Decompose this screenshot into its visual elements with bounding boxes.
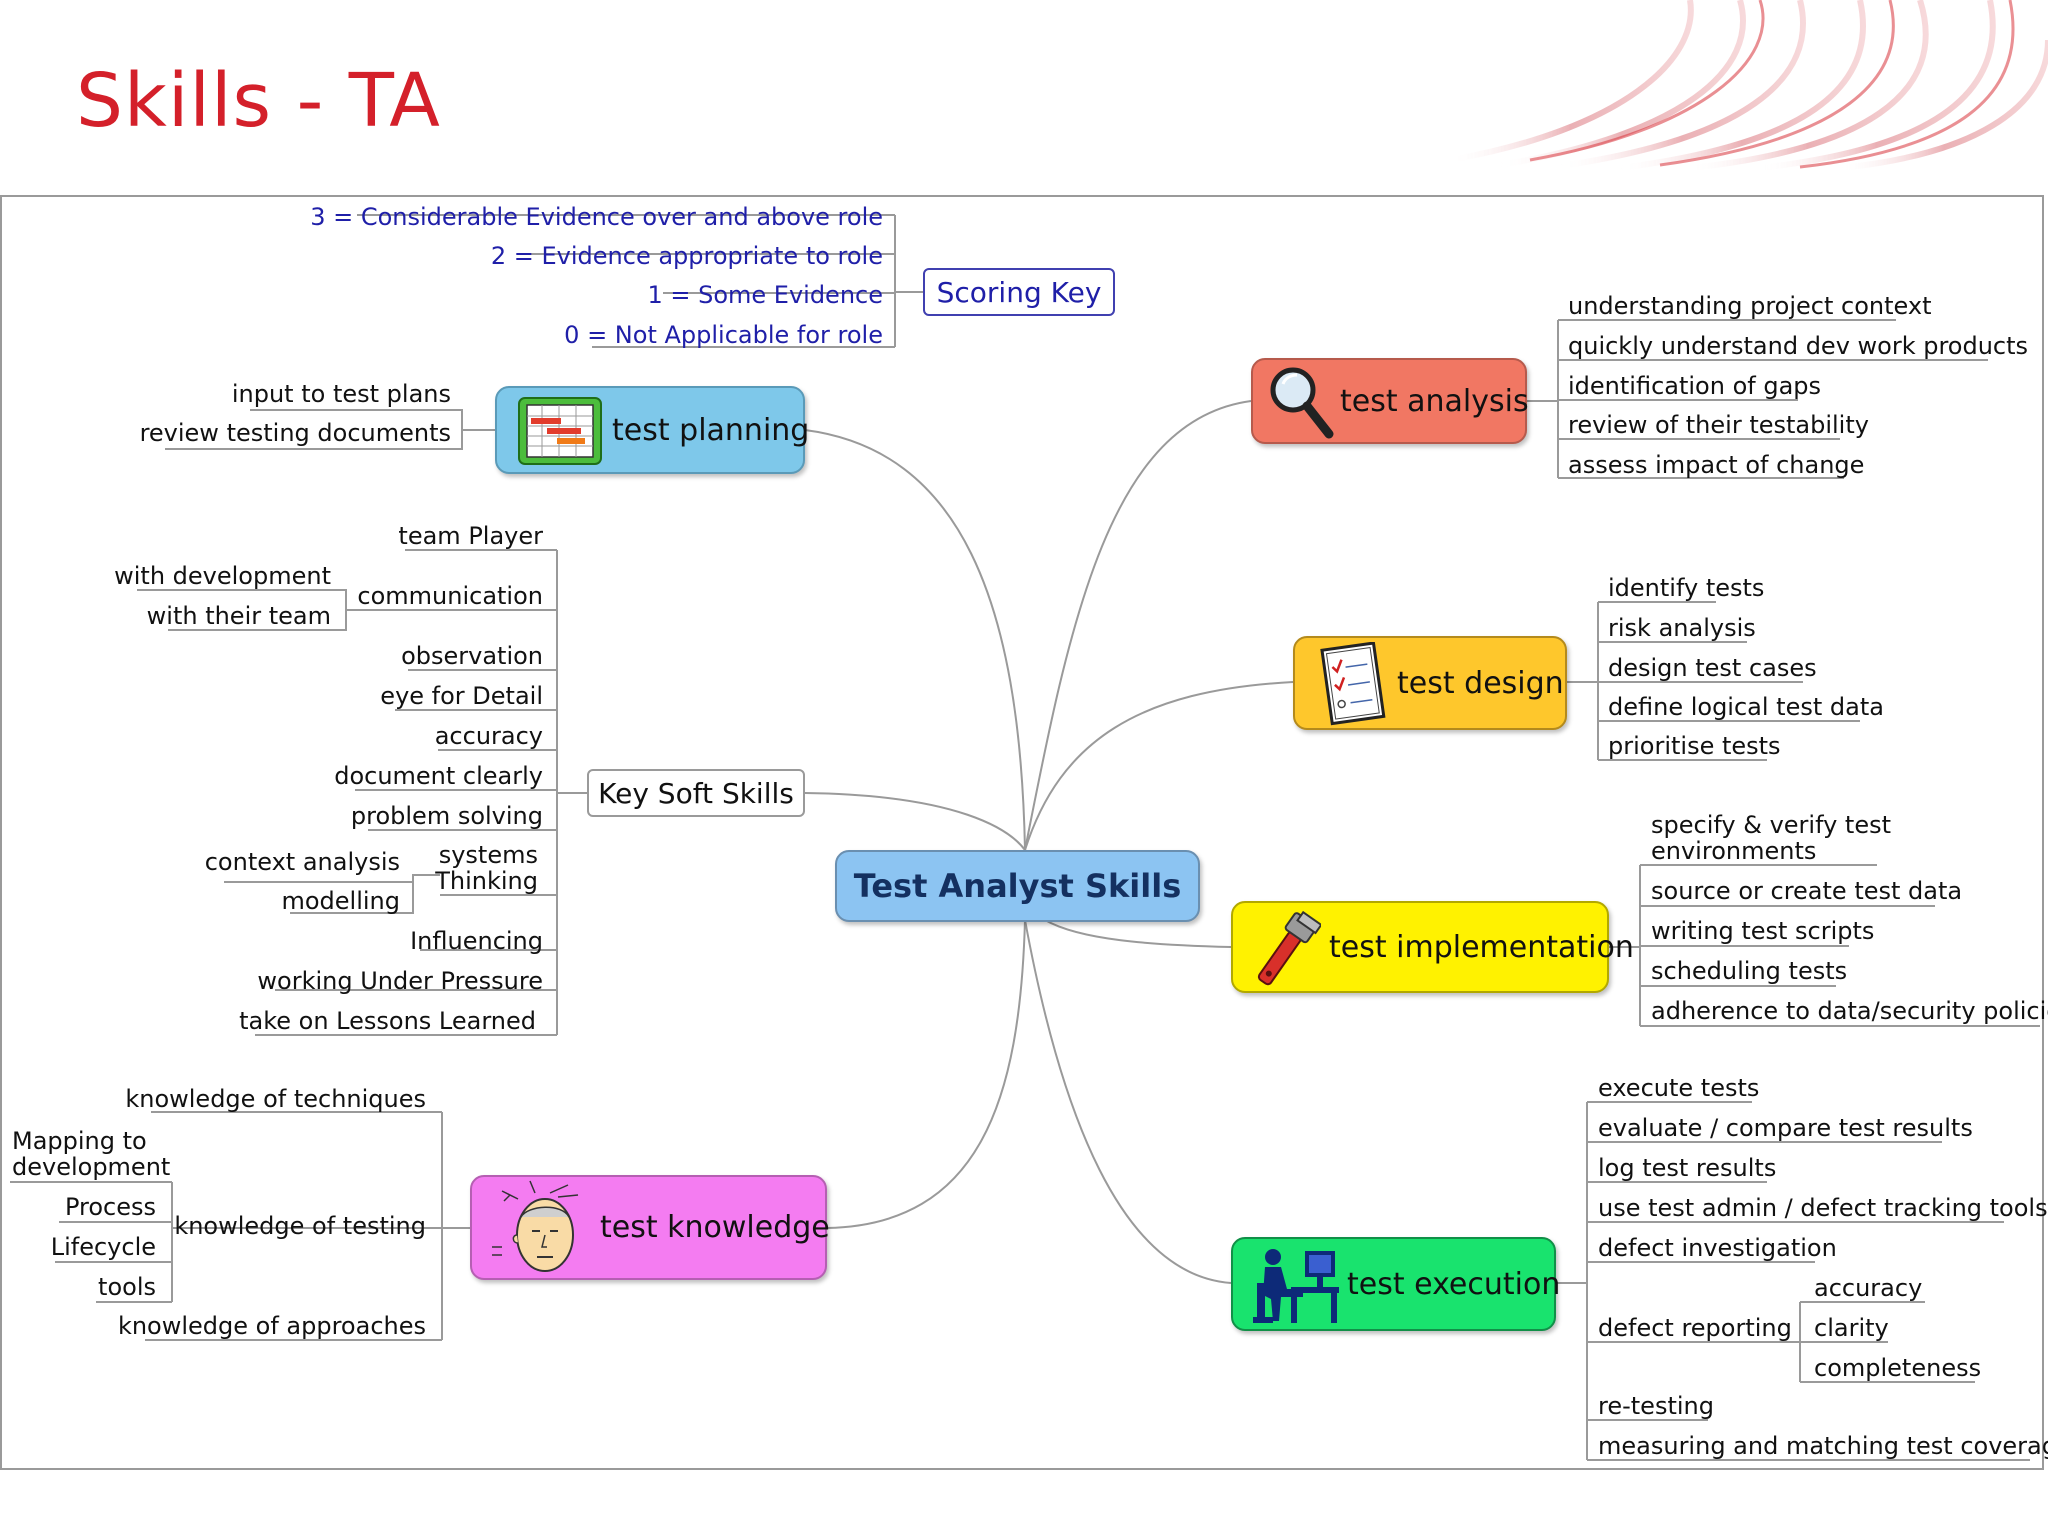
scoring-key-node[interactable]: Scoring Key: [923, 268, 1115, 316]
impl-item-source-test-data: source or create test data: [1651, 877, 1963, 905]
knowledge-of-techniques: knowledge of techniques: [125, 1085, 426, 1113]
analysis-item-project-context: understanding project context: [1568, 292, 1932, 320]
knowledge-of-testing: knowledge of testing: [174, 1212, 426, 1240]
testing-lifecycle: Lifecycle: [50, 1233, 156, 1261]
exec-item-defect-reporting: defect reporting: [1598, 1314, 1792, 1342]
soft-skill-team-player: team Player: [398, 522, 543, 550]
score-3-label: 3 = Considerable Evidence over and above…: [310, 203, 883, 231]
score-0-label: 0 = Not Applicable for role: [564, 321, 883, 349]
header-swoosh-decoration: [1449, 0, 2048, 170]
exec-item-defect-investigation: defect investigation: [1598, 1234, 1837, 1262]
soft-skill-document-clearly: document clearly: [334, 762, 543, 790]
impl-item-writing-test-scripts: writing test scripts: [1651, 917, 1875, 945]
test-implementation-label: test implementation: [1329, 929, 1634, 965]
soft-skill-accuracy: accuracy: [434, 722, 543, 750]
scoring-key-label: Scoring Key: [936, 275, 1102, 309]
mindmap-frame: [0, 195, 2044, 1470]
test-knowledge-label: test knowledge: [600, 1210, 830, 1245]
computer-user-icon: [1253, 1249, 1339, 1323]
reporting-completeness: completeness: [1814, 1354, 1982, 1382]
planning-item-input-to-test-plans: input to test plans: [231, 380, 451, 408]
exec-item-evaluate-compare-results: evaluate / compare test results: [1598, 1114, 1973, 1142]
test-execution-label: test execution: [1347, 1266, 1561, 1302]
key-soft-skills-label: Key Soft Skills: [598, 776, 794, 810]
score-2-label: 2 = Evidence appropriate to role: [490, 242, 883, 270]
soft-skill-influencing: Influencing: [410, 927, 543, 955]
comm-with-development: with development: [114, 562, 331, 590]
knowledge-of-approaches: knowledge of approaches: [117, 1312, 426, 1340]
design-item-design-test-cases: design test cases: [1608, 654, 1817, 682]
soft-skill-systems-thinking: systems Thinking: [435, 841, 538, 895]
reporting-clarity: clarity: [1814, 1314, 1889, 1342]
soft-skill-problem-solving: problem solving: [350, 802, 543, 830]
soft-skill-observation: observation: [401, 642, 543, 670]
exec-item-defect-tracking-tools: use test admin / defect tracking tools: [1598, 1194, 2048, 1222]
analysis-item-impact-of-change: assess impact of change: [1568, 451, 1865, 479]
test-execution-node[interactable]: test execution: [1231, 1237, 1560, 1331]
impl-item-adherence-policies: adherence to data/security policies: [1651, 997, 2048, 1025]
testing-mapping-to-development: Mapping to development: [12, 1127, 171, 1181]
central-node-label: Test Analyst Skills: [853, 867, 1182, 905]
key-soft-skills-node[interactable]: Key Soft Skills: [587, 769, 805, 817]
planning-item-review-testing-documents: review testing documents: [139, 419, 451, 447]
systems-context-analysis: context analysis: [204, 848, 400, 876]
thinking-head-icon: [492, 1180, 579, 1272]
impl-item-specify-verify-environments: specify & verify test environments: [1651, 811, 1892, 865]
score-1-label: 1 = Some Evidence: [647, 281, 883, 309]
exec-item-execute-tests: execute tests: [1598, 1074, 1760, 1102]
magnifier-icon: [1270, 367, 1334, 439]
test-analysis-label: test analysis: [1340, 383, 1529, 419]
exec-item-re-testing: re-testing: [1598, 1392, 1714, 1420]
test-analysis-node[interactable]: test analysis: [1251, 358, 1529, 444]
systems-modelling: modelling: [281, 887, 400, 915]
checklist-icon: [1320, 642, 1386, 726]
exec-item-test-coverage: measuring and matching test coverage: [1598, 1432, 2048, 1460]
design-item-identify-tests: identify tests: [1608, 574, 1765, 602]
gantt-chart-icon: [518, 397, 602, 465]
soft-skill-lessons-learned: take on Lessons Learned: [239, 1007, 536, 1035]
design-item-logical-test-data: define logical test data: [1608, 693, 1884, 721]
slide-title: Skills - TA: [76, 58, 441, 144]
test-planning-label: test planning: [612, 412, 810, 448]
design-item-risk-analysis: risk analysis: [1608, 614, 1756, 642]
testing-process: Process: [64, 1193, 156, 1221]
soft-skill-working-under-pressure: working Under Pressure: [257, 967, 543, 995]
soft-skill-eye-for-detail: eye for Detail: [380, 682, 543, 710]
wrench-icon: [1257, 910, 1321, 986]
soft-skill-communication: communication: [357, 582, 543, 610]
test-planning-node[interactable]: test planning: [495, 386, 809, 474]
central-node[interactable]: Test Analyst Skills: [835, 850, 1200, 922]
testing-tools: tools: [98, 1273, 156, 1301]
impl-item-scheduling-tests: scheduling tests: [1651, 957, 1848, 985]
analysis-item-dev-work-products: quickly understand dev work products: [1568, 332, 2029, 360]
test-design-node[interactable]: test design: [1293, 636, 1567, 730]
analysis-item-identification-of-gaps: identification of gaps: [1568, 372, 1822, 400]
reporting-accuracy: accuracy: [1814, 1274, 1923, 1302]
analysis-item-testability: review of their testability: [1568, 411, 1869, 439]
test-design-label: test design: [1397, 665, 1564, 701]
test-knowledge-node[interactable]: test knowledge: [470, 1175, 830, 1280]
design-item-prioritise-tests: prioritise tests: [1608, 732, 1781, 760]
exec-item-log-test-results: log test results: [1598, 1154, 1777, 1182]
test-implementation-node[interactable]: test implementation: [1231, 901, 1634, 993]
comm-with-their-team: with their team: [146, 602, 331, 630]
